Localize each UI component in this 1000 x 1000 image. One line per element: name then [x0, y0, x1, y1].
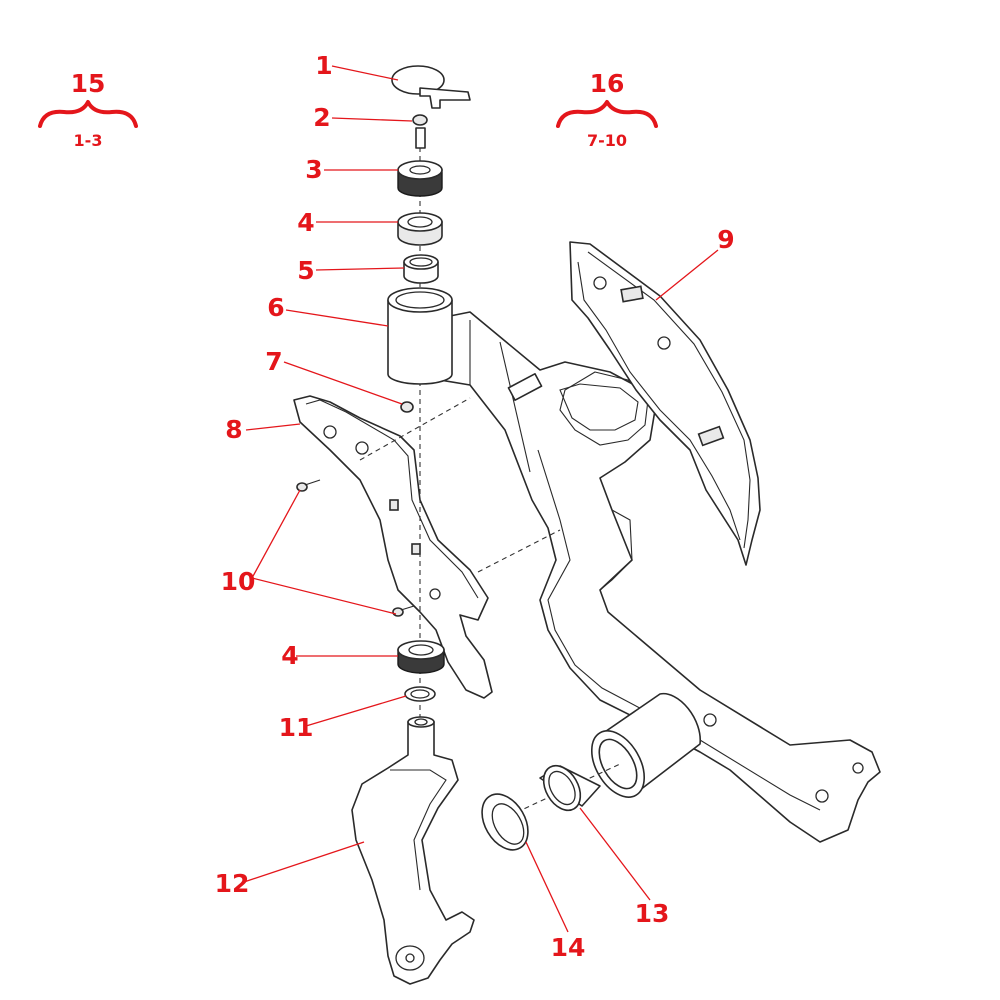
bushing [539, 764, 601, 812]
flanged-bushing [481, 793, 529, 851]
leader-lines [243, 65, 719, 933]
cap-clip [391, 65, 471, 109]
callout-14: 14 [551, 933, 586, 962]
callout-10: 10 [221, 567, 256, 596]
callout-11: 11 [279, 713, 314, 742]
washer [404, 686, 436, 702]
small-screw [400, 401, 414, 413]
callout-9: 9 [717, 225, 734, 254]
callout-2: 2 [313, 103, 330, 132]
bolt-axis-lower [477, 529, 561, 573]
bearing-assembly [397, 160, 443, 197]
bearing-upper [397, 212, 443, 246]
pivot-tube [387, 287, 453, 385]
callout-labels: 1 2 3 4 5 6 7 8 9 10 4 11 12 13 14 [215, 51, 735, 962]
callout-4-lower: 4 [281, 641, 298, 670]
kit-16-range: 7-10 [587, 131, 627, 150]
kit-16-group: 16 7-10 [556, 69, 658, 150]
callout-13: 13 [635, 899, 670, 928]
kit-15-range: 1-3 [74, 131, 103, 150]
callout-8: 8 [225, 415, 242, 444]
callout-5: 5 [297, 256, 314, 285]
sleeve [403, 254, 439, 284]
callout-3: 3 [305, 155, 322, 184]
callout-1: 1 [315, 51, 332, 80]
pedal-arm [439, 311, 881, 843]
bolt-upper [296, 479, 321, 492]
callout-7: 7 [265, 347, 282, 376]
kit-15-group: 15 1-3 [38, 69, 138, 150]
lower-lever [351, 716, 475, 985]
bearing-lower [397, 640, 445, 674]
callout-6: 6 [267, 293, 284, 322]
pedal-pad [569, 241, 761, 566]
kit-15-brace [38, 100, 138, 128]
kit-16-brace [556, 100, 658, 128]
screw [412, 114, 428, 149]
side-bracket [293, 395, 493, 699]
kit-16-number: 16 [590, 69, 625, 98]
callout-4-upper: 4 [297, 208, 314, 237]
callout-12: 12 [215, 869, 250, 898]
kit-15-number: 15 [71, 69, 106, 98]
bolt-axis-upper [359, 397, 471, 461]
bolt-lower [392, 605, 415, 617]
